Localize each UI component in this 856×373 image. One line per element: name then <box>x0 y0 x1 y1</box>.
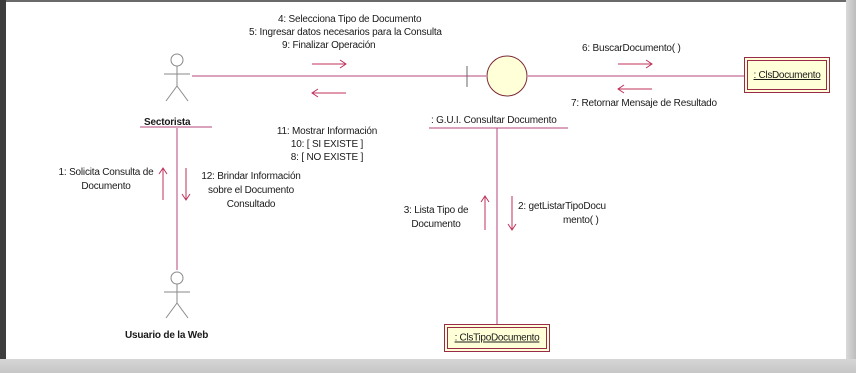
message-11-label: 11: Mostrar Información <box>276 126 378 137</box>
object-clstipodocumento-label: : ClsTipoDocumento <box>454 332 540 344</box>
actor-usuario-label: Usuario de la Web <box>125 330 209 341</box>
right-edge <box>846 0 856 373</box>
object-clstipodocumento: : ClsTipoDocumento <box>444 324 550 352</box>
object-clstipodocumento-inner <box>447 327 547 349</box>
message-5-label: 5: Ingresar datos necesarios para la Con… <box>249 27 442 38</box>
message-3-label-line2: Documento <box>411 219 461 230</box>
message-9-label: 9: Finalizar Operación <box>282 40 376 51</box>
arrow-m1 <box>158 167 168 200</box>
message-6-label: 6: BuscarDocumento( ) <box>582 43 681 54</box>
message-10-label: 10: [ SI EXISTE ] <box>290 139 364 150</box>
arrow-m7 <box>617 84 652 94</box>
message-12-label-line3: Consultado <box>226 199 276 210</box>
message-1-label-line2: Documento <box>81 181 131 192</box>
left-edge <box>0 0 6 373</box>
arrow-m3 <box>480 195 490 230</box>
arrow-m12 <box>181 168 191 201</box>
actor-sectorista-figure <box>164 53 190 102</box>
message-8-label: 8: [ NO EXISTE ] <box>290 152 364 163</box>
message-12-label-line1: 12: Brindar Información <box>201 171 301 182</box>
arrow-m11-m10-m8 <box>311 88 346 98</box>
bottom-edge <box>0 359 856 373</box>
top-edge <box>0 0 856 2</box>
message-7-label: 7: Retornar Mensaje de Resultado <box>571 98 717 109</box>
object-clsdocumento-label: : ClsDocumento <box>753 70 821 81</box>
arrow-m6 <box>618 59 653 69</box>
message-2-label-line2: mento( ) <box>563 215 599 226</box>
message-4-label: 4: Selecciona Tipo de Documento <box>278 14 422 25</box>
object-gui-label: : G.U.I. Consultar Documento <box>431 115 557 126</box>
gui-control-circle <box>486 55 528 97</box>
message-12-label-line2: sobre el Documento <box>208 185 294 196</box>
message-1-label-line1: 1: Solicita Consulta de <box>58 167 154 178</box>
actor-usuario-figure <box>164 271 190 319</box>
message-3-label-line1: 3: Lista Tipo de <box>403 205 469 216</box>
object-clsdocumento: : ClsDocumento <box>744 57 830 93</box>
arrow-m2 <box>507 196 517 231</box>
message-2-label-line1: 2: getListarTipoDocu <box>518 201 606 212</box>
actor-sectorista-label: Sectorista <box>144 117 191 128</box>
object-clsdocumento-inner <box>747 60 827 90</box>
arrow-m4-m5-m9 <box>312 59 347 69</box>
